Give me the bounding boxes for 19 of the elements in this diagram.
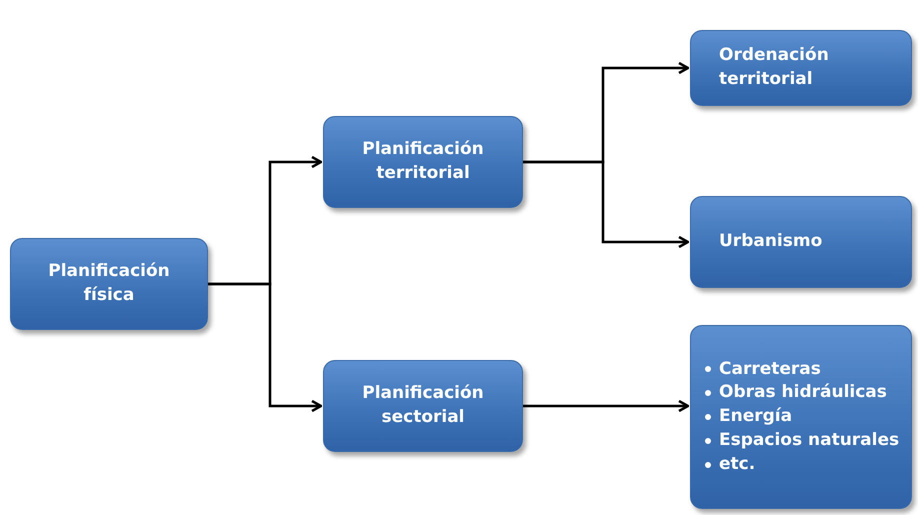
- arrow: [523, 400, 690, 412]
- list-item: Carreteras: [719, 358, 821, 380]
- process-box: [690, 325, 912, 509]
- list-item: Energía: [719, 405, 792, 428]
- box-label: Planificación física: [47, 260, 171, 307]
- box-label: Planificación territorial: [361, 138, 485, 185]
- box-label: Urbanismo: [719, 230, 822, 254]
- process-box: [323, 360, 523, 452]
- arrow: [208, 282, 322, 412]
- arrow: [523, 160, 690, 248]
- process-box: [10, 238, 208, 330]
- list-item: Obras hidráulicas: [719, 381, 887, 404]
- box-label: Ordenación territorial: [719, 44, 830, 91]
- process-box: [690, 196, 912, 288]
- process-box: [323, 116, 523, 208]
- process-box: [690, 30, 912, 106]
- list-item: Espacios naturales: [719, 428, 900, 452]
- box-label: Planificación sectorial: [361, 382, 485, 429]
- list-item: etc.: [719, 452, 756, 476]
